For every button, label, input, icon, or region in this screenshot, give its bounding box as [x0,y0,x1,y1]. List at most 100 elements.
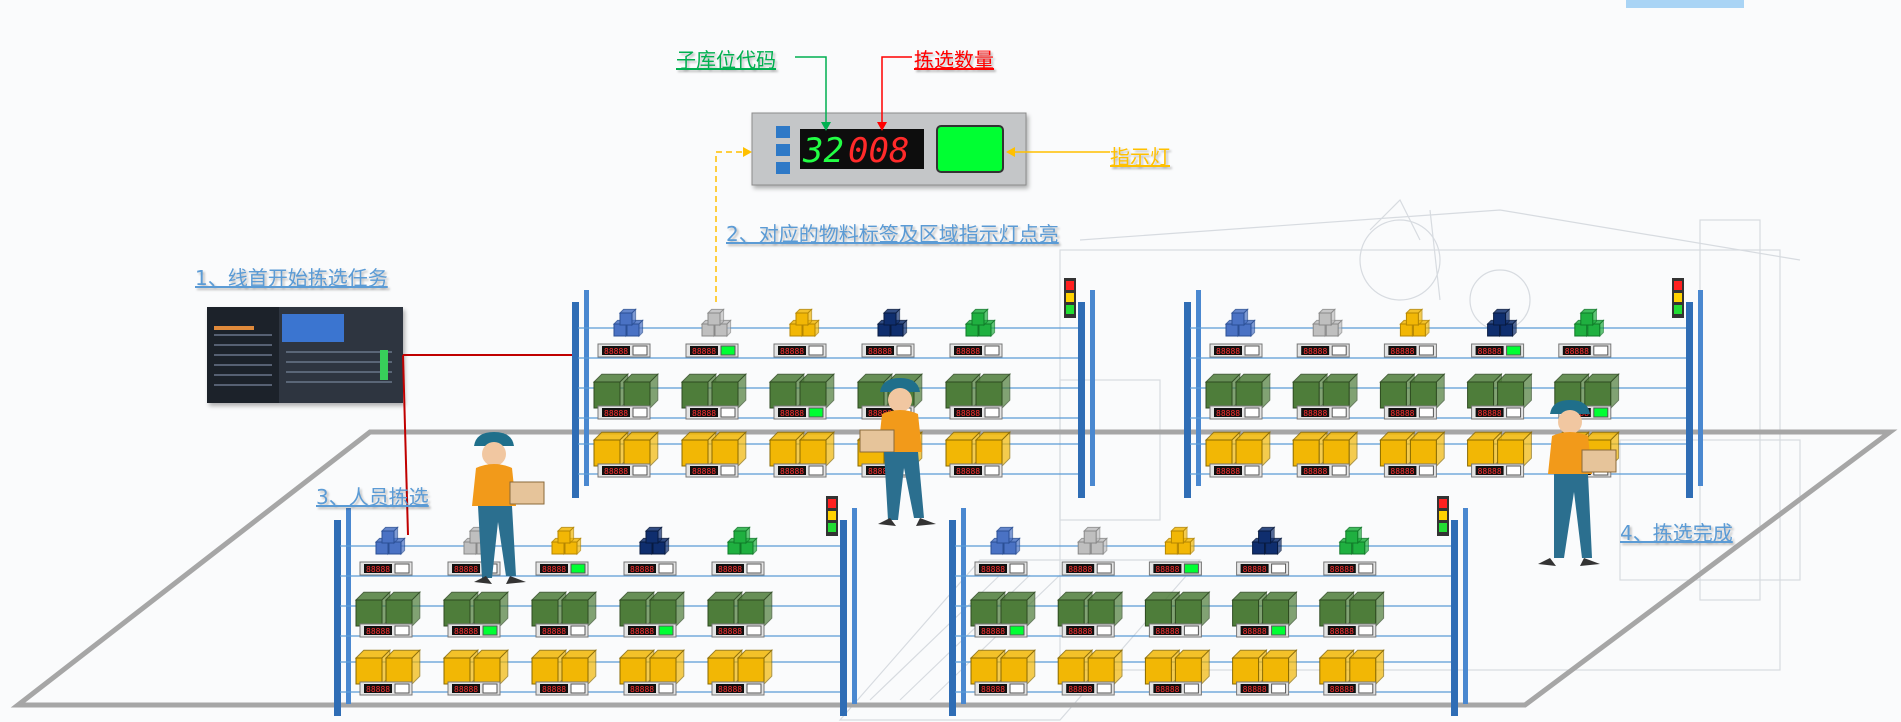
svg-text:88888: 88888 [1243,685,1267,694]
svg-text:88888: 88888 [1390,409,1414,418]
svg-text:88888: 88888 [1243,565,1267,574]
pick-to-light-tag-icon: 88888 [949,405,1003,420]
tag-location-digits: 32 [802,131,844,171]
svg-text:88888: 88888 [981,627,1005,636]
svg-text:88888: 88888 [1216,467,1240,476]
pick-to-light-tag-icon: 88888 [1323,681,1377,696]
pick-to-light-tag-icon: 88888 [1061,561,1115,576]
pick-to-light-tag-icon: 88888 [597,463,651,478]
svg-text:88888: 88888 [692,347,716,356]
pick-to-light-tag-icon: 88888 [1383,463,1437,478]
svg-text:88888: 88888 [366,627,390,636]
pick-to-light-tag-icon: 88888 [535,623,589,638]
svg-text:88888: 88888 [604,467,628,476]
label-step-1: 1、线首开始拣选任务 [195,266,388,290]
pick-to-light-tag-icon: 88888 [1148,623,1202,638]
svg-text:88888: 88888 [868,467,892,476]
pick-to-light-tag-large [751,112,1027,186]
signal-tower-icon [1064,278,1076,318]
pick-to-light-tag-icon: 88888 [1209,405,1263,420]
svg-text:88888: 88888 [718,565,742,574]
svg-text:88888: 88888 [718,627,742,636]
pick-to-light-tag-icon: 88888 [685,343,739,358]
svg-text:88888: 88888 [1390,467,1414,476]
pick-to-light-tag-icon: 88888 [597,405,651,420]
pick-to-light-tag-icon: 88888 [447,681,501,696]
svg-text:88888: 88888 [1155,627,1179,636]
pick-to-light-tag-icon: 88888 [1558,343,1612,358]
warehouse-floor [10,429,1898,708]
svg-text:88888: 88888 [1330,685,1354,694]
pick-to-light-tag-icon: 88888 [1323,561,1377,576]
svg-text:88888: 88888 [1216,409,1240,418]
pick-to-light-tag-icon: 88888 [1296,463,1350,478]
svg-text:88888: 88888 [604,347,628,356]
svg-text:88888: 88888 [981,565,1005,574]
pick-to-light-tag-icon: 88888 [1148,561,1202,576]
pick-to-light-tag-icon: 88888 [685,463,739,478]
pick-to-light-tag-icon: 88888 [1471,463,1525,478]
picker-worker-icon [472,432,545,584]
svg-text:88888: 88888 [1068,685,1092,694]
svg-text:88888: 88888 [1068,565,1092,574]
svg-text:88888: 88888 [1303,409,1327,418]
pick-to-light-tag-icon: 88888 [974,681,1028,696]
svg-text:88888: 88888 [868,409,892,418]
svg-text:88888: 88888 [366,685,390,694]
pick-to-light-tag-icon: 88888 [1061,681,1115,696]
pick-to-light-tag-icon: 88888 [359,681,413,696]
svg-text:88888: 88888 [630,627,654,636]
pick-to-light-tag-icon: 88888 [711,681,765,696]
svg-text:88888: 88888 [604,409,628,418]
pick-to-light-tag-icon: 88888 [1323,623,1377,638]
pick-to-light-tag-icon: 88888 [974,623,1028,638]
svg-text:88888: 88888 [780,347,804,356]
pick-to-light-tag-icon: 88888 [949,343,1003,358]
svg-text:88888: 88888 [454,685,478,694]
pick-to-light-tag-icon: 88888 [1209,343,1263,358]
pick-to-light-tag-icon: 88888 [535,561,589,576]
svg-text:88888: 88888 [1330,627,1354,636]
pick-to-light-tag-icon: 88888 [685,405,739,420]
pick-to-light-tag-icon: 88888 [1296,343,1350,358]
svg-text:88888: 88888 [454,565,478,574]
shelving-rack: 88888 88888 88888 88888 88888 88888 88888 88888… [949,496,1468,716]
pick-to-light-tag-icon: 88888 [711,623,765,638]
svg-text:88888: 88888 [1565,347,1589,356]
pick-to-light-tag-icon: 88888 [974,561,1028,576]
pick-to-light-tag-icon: 88888 [1471,405,1525,420]
svg-text:88888: 88888 [630,685,654,694]
svg-text:88888: 88888 [542,627,566,636]
pick-to-light-tag-icon: 88888 [1061,623,1115,638]
pick-to-light-tag-icon: 88888 [359,561,413,576]
signal-tower-icon [826,496,838,536]
svg-text:88888: 88888 [1303,347,1327,356]
svg-text:88888: 88888 [1330,565,1354,574]
svg-text:88888: 88888 [1068,627,1092,636]
pick-to-light-tag-icon: 88888 [1471,343,1525,358]
svg-text:88888: 88888 [630,565,654,574]
pick-to-light-tag-icon: 88888 [1148,681,1202,696]
pick-to-light-tag-icon: 88888 [773,405,827,420]
svg-text:88888: 88888 [956,467,980,476]
svg-text:88888: 88888 [454,627,478,636]
svg-text:88888: 88888 [542,685,566,694]
shelving-rack: 88888 88888 88888 88888 88888 88888 88888 88888… [334,496,857,716]
svg-text:88888: 88888 [1478,467,1502,476]
pick-to-light-tag-icon: 88888 [1236,561,1290,576]
svg-text:88888: 88888 [1216,347,1240,356]
control-wires [402,354,578,536]
svg-text:88888: 88888 [692,409,716,418]
svg-text:88888: 88888 [366,565,390,574]
svg-text:88888: 88888 [981,685,1005,694]
pick-to-light-tag-icon: 88888 [623,623,677,638]
label-step-4: 4、拣选完成 [1620,521,1733,545]
pick-to-light-tag-icon: 88888 [597,343,651,358]
svg-text:88888: 88888 [868,347,892,356]
pick-to-light-tag-icon: 88888 [711,561,765,576]
label-step-2: 2、对应的物料标签及区域指示灯点亮 [726,222,1059,246]
pick-to-light-tag-icon: 88888 [773,343,827,358]
label-step-3: 3、人员拣选 [316,485,429,509]
picker-worker-icon [1538,400,1617,566]
